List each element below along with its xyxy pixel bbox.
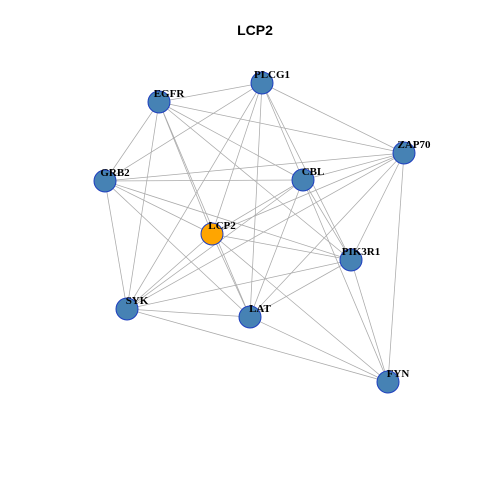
node-pik3r1 <box>339 248 363 272</box>
edge-plcg1-syk <box>126 82 263 310</box>
edge-plcg1-grb2 <box>104 82 263 182</box>
edge-egfr-lat <box>158 101 251 318</box>
edge-grb2-cbl <box>104 179 304 182</box>
node-lat <box>238 305 262 329</box>
edge-lcp2-lat <box>211 233 251 318</box>
node-label-syk: SYK <box>126 295 149 307</box>
node-label-cbl: CBL <box>302 166 325 178</box>
edge-egfr-zap70 <box>158 101 405 154</box>
node-zap70 <box>392 141 416 165</box>
edge-grb2-syk <box>104 180 128 310</box>
node-label-lat: LAT <box>249 303 271 315</box>
node-label-zap70: ZAP70 <box>398 139 432 151</box>
node-label-egfr: EGFR <box>154 88 186 100</box>
node-lcp2 <box>200 222 224 246</box>
edge-grb2-lcp2 <box>104 180 213 235</box>
edges-layer <box>104 82 405 383</box>
node-plcg1 <box>250 71 274 95</box>
node-cbl <box>291 168 315 192</box>
edge-zap70-fyn <box>387 152 405 383</box>
edge-lcp2-fyn <box>211 233 389 383</box>
edge-cbl-lat <box>249 179 304 318</box>
node-label-grb2: GRB2 <box>100 167 130 179</box>
node-label-plcg1: PLCG1 <box>254 69 290 81</box>
node-label-pik3r1: PIK3R1 <box>342 246 381 258</box>
edge-lat-fyn <box>249 316 389 383</box>
node-grb2 <box>93 169 117 193</box>
node-fyn <box>376 370 400 394</box>
edge-zap70-lat <box>249 152 405 318</box>
edge-syk-lat <box>126 308 251 318</box>
edge-egfr-syk <box>126 101 160 310</box>
edge-zap70-pik3r1 <box>350 152 405 261</box>
nodes-layer <box>93 71 416 394</box>
edge-grb2-pik3r1 <box>104 180 352 261</box>
edge-plcg1-lcp2 <box>211 82 263 235</box>
edge-zap70-cbl <box>302 152 405 181</box>
node-label-lcp2: LCP2 <box>208 220 236 232</box>
edge-plcg1-lat <box>249 82 263 318</box>
edge-egfr-cbl <box>158 101 304 181</box>
edge-plcg1-cbl <box>261 82 304 181</box>
edge-pik3r1-fyn <box>350 259 389 383</box>
edge-zap70-syk <box>126 152 405 310</box>
edge-zap70-lcp2 <box>211 152 405 235</box>
edge-egfr-pik3r1 <box>158 101 352 261</box>
node-syk <box>115 297 139 321</box>
edge-cbl-fyn <box>302 179 389 383</box>
edge-egfr-grb2 <box>104 101 160 182</box>
edge-cbl-pik3r1 <box>302 179 352 261</box>
edge-pik3r1-syk <box>126 259 352 310</box>
edge-grb2-lat <box>104 180 251 318</box>
node-label-fyn: FYN <box>387 368 410 380</box>
node-egfr <box>147 90 171 114</box>
edge-plcg1-zap70 <box>261 82 405 154</box>
edge-plcg1-egfr <box>158 82 263 103</box>
edge-lcp2-pik3r1 <box>211 233 352 261</box>
edge-lcp2-syk <box>126 233 213 310</box>
edge-cbl-lcp2 <box>211 179 304 235</box>
graph-title: LCP2 <box>237 22 273 38</box>
edge-pik3r1-lat <box>249 259 352 318</box>
edge-syk-fyn <box>126 308 389 383</box>
edge-grb2-zap70 <box>104 152 405 182</box>
edge-egfr-lcp2 <box>158 101 213 235</box>
